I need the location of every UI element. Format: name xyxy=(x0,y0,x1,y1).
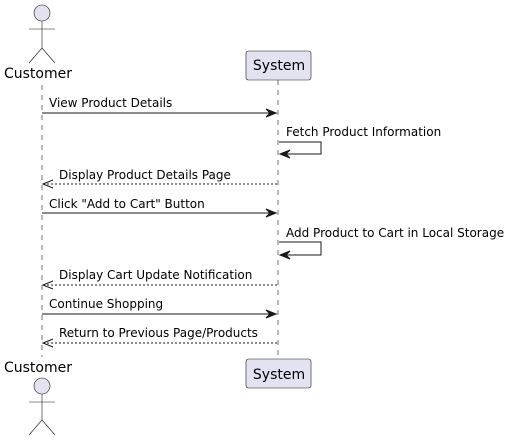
message-1: View Product Details xyxy=(42,96,278,118)
message-label: Display Product Details Page xyxy=(59,168,231,182)
participant-system-box-top xyxy=(245,50,312,81)
participant-system-top: System xyxy=(245,50,312,81)
actor-left-leg-icon xyxy=(28,47,43,64)
message-self-arrow-line xyxy=(279,141,322,155)
message-2: Fetch Product Information xyxy=(278,125,441,159)
actor-customer-label-bottom: Customer xyxy=(4,360,72,376)
participant-system-label-bottom: System xyxy=(253,367,305,383)
message-label: Add Product to Cart in Local Storage xyxy=(286,226,504,240)
arrow-head-icon xyxy=(265,108,278,118)
actor-customer-top: Customer xyxy=(4,4,72,82)
arrow-head-icon xyxy=(278,149,291,159)
arrow-open-head-icon xyxy=(41,280,54,290)
arrow-open-head-icon xyxy=(41,338,54,348)
actor-right-leg-icon xyxy=(41,419,56,436)
actor-customer-label-top: Customer xyxy=(4,66,72,82)
arrow-head-icon xyxy=(265,208,278,218)
message-label: Fetch Product Information xyxy=(286,125,441,139)
arrow-head-icon xyxy=(278,250,291,260)
actor-head-icon xyxy=(33,377,51,395)
actor-right-leg-icon xyxy=(41,47,56,64)
message-label: Return to Previous Page/Products xyxy=(59,326,258,340)
message-8: Return to Previous Page/Products xyxy=(41,326,277,348)
message-label: Continue Shopping xyxy=(49,297,163,311)
message-7: Continue Shopping xyxy=(42,297,278,319)
participant-system-bottom: System xyxy=(245,358,312,389)
arrow-open-head-icon xyxy=(41,179,54,189)
message-4: Click "Add to Cart" Button xyxy=(42,197,278,218)
message-label: Click "Add to Cart" Button xyxy=(49,197,205,211)
actor-head-icon xyxy=(33,4,51,22)
message-6: Display Cart Update Notification xyxy=(41,268,277,290)
participant-system-label-top: System xyxy=(253,58,305,74)
actor-left-leg-icon xyxy=(28,419,43,436)
message-label: View Product Details xyxy=(49,96,172,110)
message-3: Display Product Details Page xyxy=(41,168,277,189)
message-self-arrow-line xyxy=(279,241,322,256)
arrow-head-icon xyxy=(265,309,278,319)
participant-system-box-bottom xyxy=(245,358,312,389)
message-label: Display Cart Update Notification xyxy=(59,268,252,282)
message-5: Add Product to Cart in Local Storage xyxy=(278,226,504,260)
actor-customer-bottom: Customer xyxy=(4,360,72,436)
